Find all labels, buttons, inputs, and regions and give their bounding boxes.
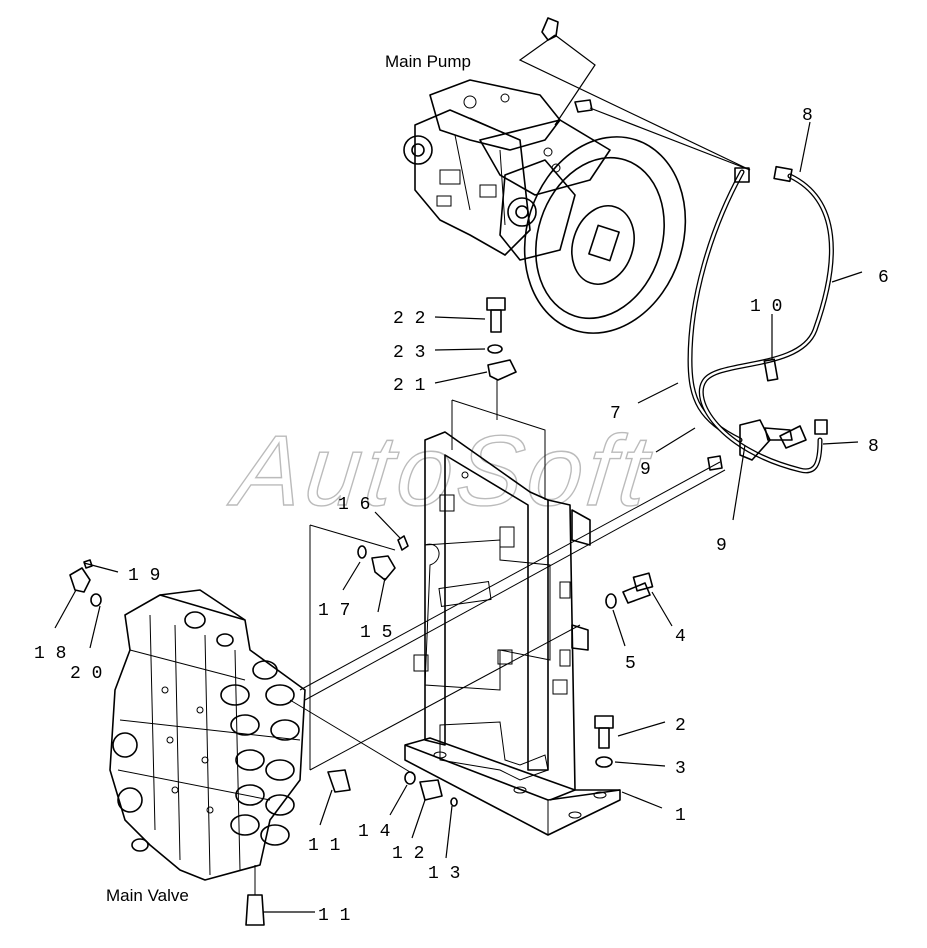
- plug-16: [397, 535, 409, 551]
- callout-10: 1 0: [750, 297, 782, 317]
- callout-21: 2 1: [393, 376, 425, 396]
- callout-5: 5: [625, 654, 636, 674]
- callout-9-left: 9: [640, 460, 651, 480]
- pilot-line-1: [299, 461, 721, 691]
- pump-fitting-leader-2: [554, 34, 596, 126]
- callout-9-bottom: 9: [716, 536, 727, 556]
- o-ring-14: [404, 771, 416, 785]
- mounting-bracket: [404, 399, 621, 836]
- callout-8-right: 8: [868, 437, 879, 457]
- pilot-line-4: [309, 524, 396, 551]
- adapter-12: [419, 779, 443, 801]
- pilot-line-6: [289, 699, 416, 776]
- elbow-fitting-18: [69, 567, 91, 593]
- callout-12: 1 2: [392, 844, 424, 864]
- o-ring-13: [450, 797, 458, 807]
- callout-1: 1: [675, 806, 686, 826]
- callout-23: 2 3: [393, 343, 425, 363]
- callout-19: 1 9: [128, 566, 160, 586]
- callout-8-top: 8: [802, 106, 813, 126]
- sensor-11: [327, 769, 351, 793]
- washer-3: [595, 756, 613, 768]
- callout-22: 2 2: [393, 309, 425, 329]
- pilot-line-2: [304, 469, 726, 701]
- callout-3: 3: [675, 759, 686, 779]
- washer-23: [487, 344, 503, 354]
- o-ring-17: [357, 545, 367, 559]
- main-pump-label: Main Pump: [385, 52, 471, 71]
- callout-18: 1 8: [34, 644, 66, 664]
- callout-11-bottom: 1 1: [318, 906, 350, 926]
- callout-7: 7: [610, 404, 621, 424]
- clamp-21: [487, 359, 517, 381]
- bolt-2: [594, 715, 614, 749]
- valve-spools: [112, 611, 300, 852]
- pump-port-leader: [589, 107, 751, 171]
- washer-5: [605, 593, 617, 609]
- pump-fitting-leader: [518, 34, 751, 171]
- main-valve-label: Main Valve: [106, 886, 189, 905]
- callout-4: 4: [675, 627, 686, 647]
- elbow-fitting-15: [371, 555, 396, 581]
- bolt-4: [622, 572, 654, 604]
- main-valve: [109, 589, 306, 926]
- callout-2: 2: [675, 716, 686, 736]
- callout-14: 1 4: [358, 822, 390, 842]
- callout-11-sensor: 1 1: [308, 836, 340, 856]
- callout-13: 1 3: [428, 864, 460, 884]
- callout-20: 2 0: [70, 664, 102, 684]
- callout-6: 6: [878, 268, 889, 288]
- hose-assembly: [687, 165, 834, 474]
- plug-19: [83, 559, 93, 569]
- callout-17: 1 7: [318, 601, 350, 621]
- main-pump: [403, 17, 687, 334]
- callout-16: 1 6: [338, 495, 370, 515]
- leader-lines: [54, 121, 863, 913]
- callout-15: 1 5: [360, 623, 392, 643]
- pilot-line-5: [309, 624, 581, 771]
- watermark: AutoSoft: [225, 415, 657, 527]
- bolt-22: [486, 297, 506, 333]
- o-ring-20: [90, 593, 102, 607]
